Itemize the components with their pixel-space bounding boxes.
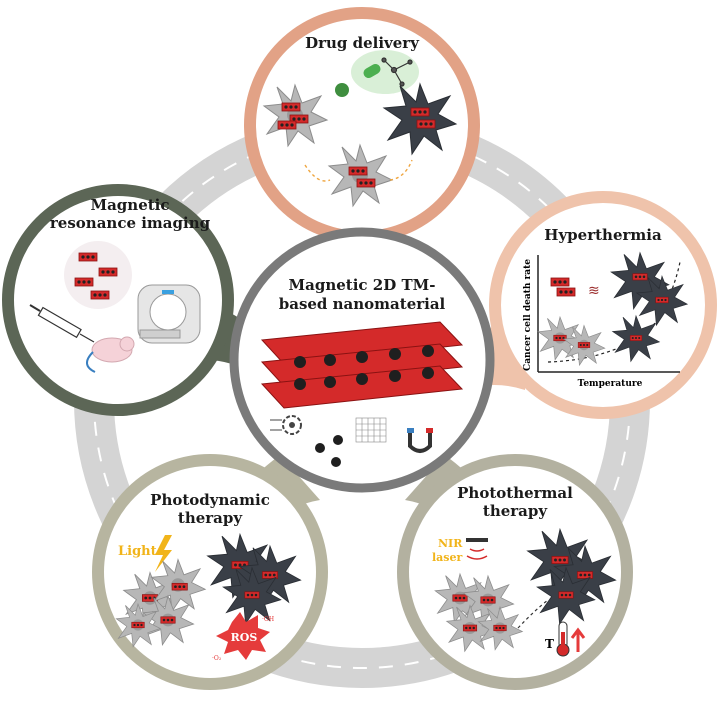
layered-nanosheets — [260, 321, 464, 409]
hyperthermia-title: Hyperthermia — [544, 226, 662, 244]
photothermal-title-line2: therapy — [483, 502, 548, 520]
ros-burst — [216, 612, 270, 660]
ros-small-2: ·O₂ — [212, 655, 222, 662]
magnet-icon — [407, 428, 433, 453]
hyperthermia-node: Hyperthermia Cancer cell death rate Temp… — [489, 191, 717, 419]
nir-label-line2: laser — [432, 551, 462, 564]
photothermal-node: Photothermal therapy NIR laser T — [397, 454, 633, 690]
mri-title-line2: resonance imaging — [50, 214, 211, 232]
laser-icon — [466, 538, 488, 560]
ros-small-1: ·OH — [262, 616, 274, 623]
mri-scanner-icon — [137, 284, 201, 344]
t-label: T — [545, 637, 554, 651]
hyperthermia-xlabel: Temperature — [578, 379, 643, 389]
nir-label-line1: NIR — [438, 537, 463, 550]
photodynamic-node: Photodynamic therapy Light ROS ·OH ·O₂ — [92, 454, 328, 690]
drug-delivery-title: Drug delivery — [305, 34, 420, 52]
drug-delivery-node: Drug delivery — [244, 7, 480, 243]
mouse-icon — [86, 336, 135, 373]
mri-node: Magnetic resonance imaging — [2, 184, 234, 416]
nanoparticles-icon — [315, 435, 343, 467]
center-title-line1: Magnetic 2D TM- — [289, 276, 436, 294]
virus-icon — [335, 83, 349, 97]
capsule-bubble — [351, 50, 419, 94]
photodynamic-title-line1: Photodynamic — [150, 491, 270, 509]
heat-icon: ≋ — [588, 283, 600, 299]
lightning-icon — [155, 535, 172, 572]
gear-icon — [270, 415, 302, 435]
center-title-line2: based nanomaterial — [279, 295, 446, 313]
lattice-icon — [355, 417, 387, 443]
temperature-up-arrow — [570, 627, 586, 652]
thermometer-icon — [556, 621, 570, 657]
mri-title-line1: Magnetic — [90, 196, 169, 214]
photothermal-title-line1: Photothermal — [457, 484, 573, 502]
hyperthermia-ylabel: Cancer cell death rate — [523, 259, 533, 371]
syringe-icon — [29, 304, 95, 343]
center-node: Magnetic 2D TM- based nanomaterial — [229, 227, 495, 493]
ros-label: ROS — [231, 631, 258, 644]
photodynamic-title-line2: therapy — [178, 509, 243, 527]
light-label: Light — [118, 544, 157, 559]
